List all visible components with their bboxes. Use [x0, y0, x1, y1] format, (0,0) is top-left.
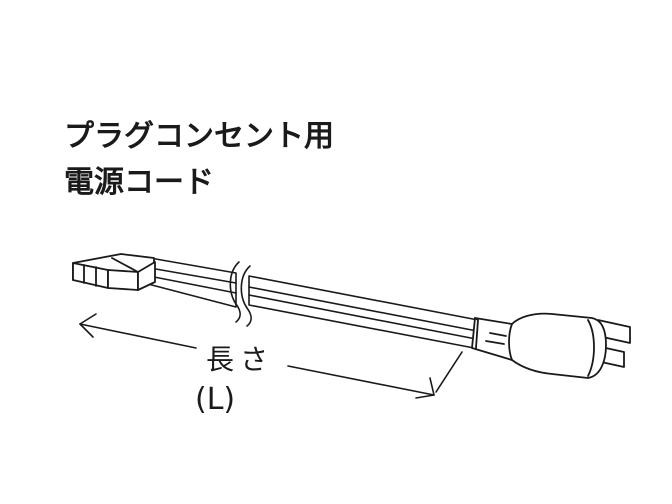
title-line-2: 電源コード — [64, 165, 214, 200]
length-symbol: (L) — [195, 382, 236, 417]
page-title: プラグコンセント用 電源コード — [64, 114, 334, 206]
cable-break-mark — [229, 261, 252, 327]
title-line-1: プラグコンセント用 — [64, 119, 334, 154]
length-dimension-line — [79, 313, 463, 399]
length-label: 長さ — [206, 343, 275, 376]
left-connector — [72, 253, 156, 291]
cable-left-section — [147, 257, 237, 308]
cable-right-section — [248, 275, 479, 349]
plug-body — [471, 312, 607, 379]
